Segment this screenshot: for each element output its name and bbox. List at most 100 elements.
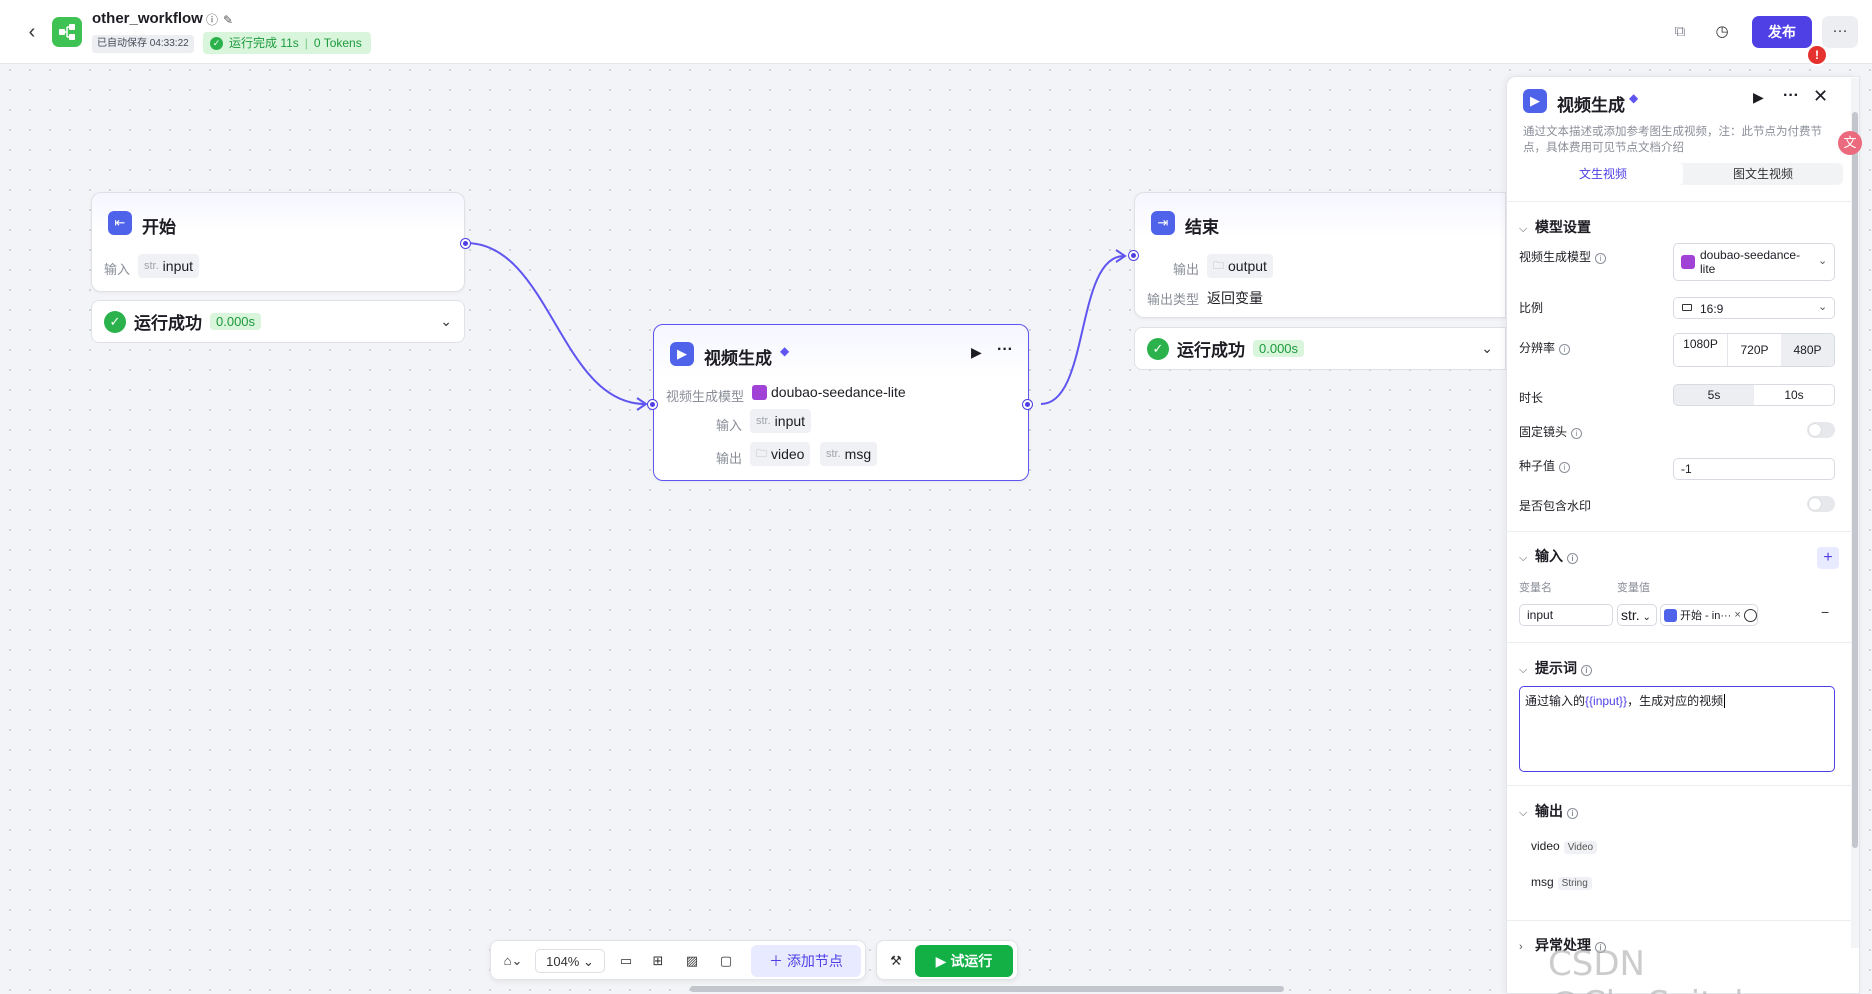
edge-start-to-video [465,242,646,405]
duration-5s[interactable]: 5s [1674,385,1754,405]
end-node[interactable]: ⇥ 结束 输出 🗀 output 输出类型 返回变量 [1129,192,1506,318]
run-status-badge: ✓ 运行完成 11s | 0 Tokens [203,32,371,54]
label-text: 固定镜头 [1519,425,1568,439]
chevron-right-icon: › [1519,941,1523,953]
seed-input[interactable]: -1 [1673,458,1835,480]
test-run-button[interactable]: ▶ 试运行 [915,945,1013,977]
edit-icon[interactable]: ✎ [222,13,234,27]
scroll-thumb[interactable] [1852,112,1858,848]
mouse-mode-icon[interactable]: ⌂⌄ [503,953,523,968]
more-icon[interactable]: ··· [1822,16,1858,48]
result-text: 运行成功 [134,314,202,333]
video-node-icon: ▶ [670,342,694,366]
watermark-label: 是否包含水印 [1519,499,1592,513]
play-icon[interactable]: ▶ [971,344,982,360]
wrench-icon[interactable]: ⚒ [890,953,902,968]
info-icon: i [1567,808,1578,819]
play-icon[interactable]: ▶ [1753,89,1764,105]
output-port[interactable] [461,239,470,248]
grid-icon[interactable]: ⊞ [652,953,664,968]
info-icon[interactable]: ⓘ [205,13,218,27]
panel-title: 视频生成 [1557,96,1625,115]
vertical-scrollbar[interactable] [1851,78,1859,948]
publish-button[interactable]: 发布 [1752,16,1812,48]
chevron-down-icon[interactable]: ⌄ [1481,340,1493,356]
var-name-input[interactable]: input [1519,604,1613,626]
folder-icon: 🗀 [756,447,767,460]
target-icon[interactable] [1743,608,1757,622]
resolution-segment: 1080P 720P 480P [1673,333,1835,367]
divider [1507,785,1859,786]
info-icon: i [1595,253,1607,264]
var-type-select[interactable]: str. ⌄ [1617,604,1657,626]
input-port[interactable] [648,400,657,409]
comment-icon[interactable]: ▭ [619,953,633,968]
history-icon[interactable]: ◷ [1715,23,1729,40]
arrow-head-icon [1115,249,1127,263]
add-node-button[interactable]: ＋ 添加节点 [751,945,861,977]
var-name: output [1228,258,1267,274]
start-result-bar[interactable]: ✓ 运行成功 0.000s ⌄ [91,300,465,343]
start-node[interactable]: ⇤ 开始 输入 str. input [91,192,470,292]
video-gen-node[interactable]: ▶ 视频生成 ◆ ▶ ··· 视频生成模型 doubao-seedance-li… [648,324,1032,481]
translate-icon[interactable]: 文 [1838,131,1862,155]
var-value-header: 变量值 [1617,582,1650,594]
end-result-bar[interactable]: ✓ 运行成功 0.000s ⌄ [1134,327,1506,370]
close-icon[interactable]: ✕ [1813,86,1829,106]
duration-10s[interactable]: 10s [1784,388,1804,402]
duration-label: 时长 [1519,391,1544,405]
tab-image-to-video[interactable]: 图文生视频 [1732,167,1793,181]
chevron-down-icon: ⌵ [1519,223,1528,235]
section-title: 提示词 [1535,660,1577,676]
more-icon[interactable]: ··· [1783,87,1799,104]
diamond-badge-icon: ◆ [1629,91,1639,105]
var-ref-select[interactable]: 开始 - in··· × [1660,604,1758,626]
status-separator: | [304,36,308,50]
ratio-select[interactable]: 16:9 ⌄ [1673,297,1835,319]
info-icon: i [1559,344,1571,355]
output-type-value: 返回变量 [1207,290,1263,306]
prompt-textarea[interactable]: 通过输入的{{input}}，生成对应的视频 [1519,686,1835,772]
add-input-icon[interactable]: + [1817,547,1839,569]
section-title: 模型设置 [1535,219,1591,235]
more-icon[interactable]: ··· [997,341,1013,358]
end-output-label: 输出 [1173,262,1200,277]
tab-text-to-video[interactable]: 文生视频 [1523,163,1683,185]
clear-icon[interactable]: × [1734,609,1741,621]
ratio-value: 16:9 [1700,302,1724,316]
info-icon: i [1595,942,1606,953]
model-select[interactable]: doubao-seedance-lite ⌄ [1673,243,1835,281]
remove-input-icon[interactable]: − [1821,604,1830,620]
model-settings-header[interactable]: ⌵ 模型设置 [1519,217,1591,237]
resolution-1080p[interactable]: 1080P [1683,337,1718,351]
minimap-icon[interactable]: ▢ [719,953,733,968]
model-logo-icon [752,384,767,400]
watermark-toggle[interactable] [1807,496,1835,512]
horizontal-scrollbar[interactable] [690,986,1284,992]
copy-icon[interactable]: ⧉ [1674,23,1686,40]
resolution-720p[interactable]: 720P [1727,334,1781,366]
input-port[interactable] [1129,251,1138,260]
zoom-select[interactable]: 104% ⌄ [535,949,605,973]
resolution-480p[interactable]: 480P [1781,334,1834,366]
output-type-label: 输出类型 [1147,292,1200,307]
output-type: Video [1563,841,1598,854]
msg-output-tag: str. msg [820,442,878,466]
var-name: input [774,413,806,429]
fixed-lens-toggle[interactable] [1807,422,1835,438]
label-text: 种子值 [1519,459,1556,473]
output-port[interactable] [1023,400,1032,409]
chevron-left-icon[interactable]: ‹ [28,21,36,43]
image-icon[interactable]: ▨ [685,953,699,968]
chevron-down-icon[interactable]: ⌄ [440,313,452,329]
ratio-label: 比例 [1519,301,1544,315]
top-header: ‹ other_workflow ⓘ✎ 已自动保存 04:33:22 ✓ 运行完… [0,0,1872,66]
canvas-toolbar: ⌂⌄ 104% ⌄ ▭ ⊞ ▨ ▢ ＋ 添加节点 [490,940,866,980]
